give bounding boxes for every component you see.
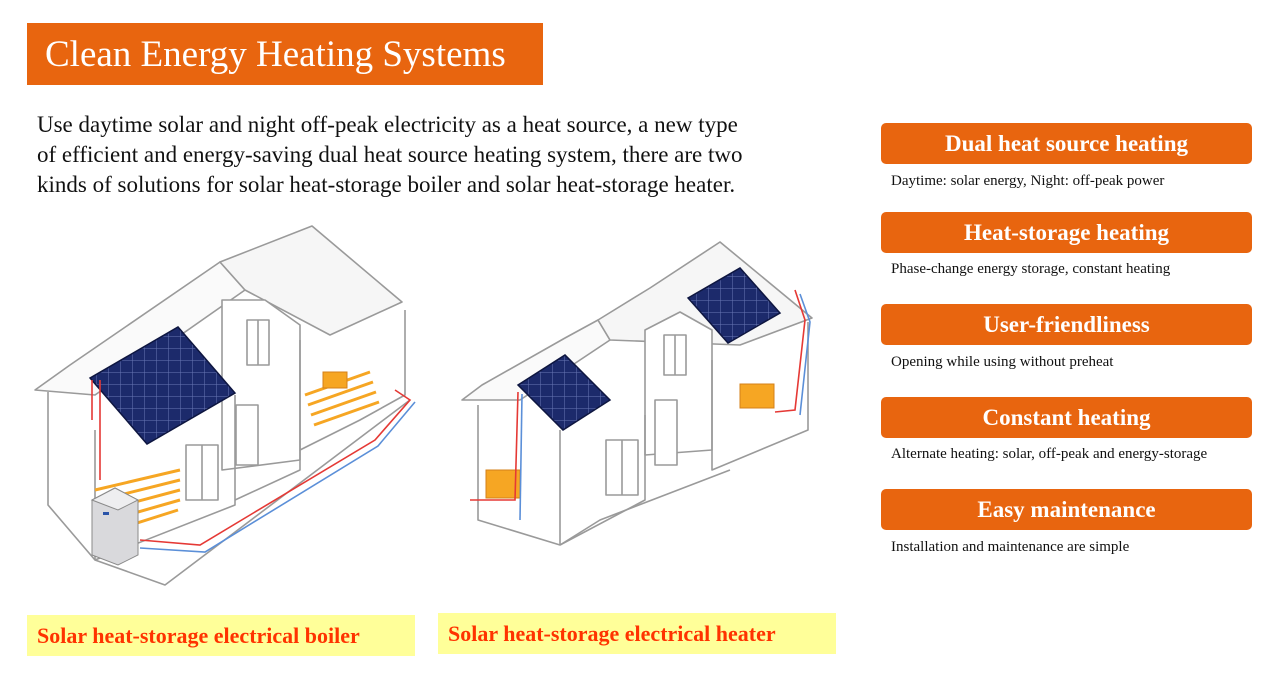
feature-title: Easy maintenance	[881, 489, 1252, 530]
feature-title: Constant heating	[881, 397, 1252, 438]
intro-paragraph: Use daytime solar and night off-peak ele…	[37, 110, 827, 200]
solar-panel-icon	[516, 354, 612, 431]
solar-panel-icon	[686, 267, 782, 344]
feature-title: User-friendliness	[881, 304, 1252, 345]
feature-title: Dual heat source heating	[881, 123, 1252, 164]
radiator-icon	[322, 371, 348, 389]
feature-description: Opening while using without preheat	[891, 354, 1114, 370]
feature-description: Phase-change energy storage, constant he…	[891, 261, 1171, 277]
feature-description: Installation and maintenance are simple	[891, 539, 1130, 555]
pipe-loop	[470, 289, 811, 521]
pipe-loop	[91, 380, 416, 553]
page-title: Clean Energy Heating Systems	[45, 34, 506, 75]
intro-line: Use daytime solar and night off-peak ele…	[37, 112, 738, 137]
title-banner: Clean Energy Heating Systems	[27, 23, 543, 85]
feature-title: Heat-storage heating	[881, 212, 1252, 253]
feature-description: Daytime: solar energy, Night: off-peak p…	[891, 173, 1165, 189]
caption-boiler: Solar heat-storage electrical boiler	[27, 615, 415, 656]
intro-line: kinds of solutions for solar heat-storag…	[37, 172, 736, 197]
boiler-unit-icon	[90, 487, 140, 566]
intro-line: of efficient and energy-saving dual heat…	[37, 142, 743, 167]
solar-panel-icon	[88, 326, 237, 445]
radiator-icon	[739, 383, 775, 409]
caption-heater: Solar heat-storage electrical heater	[438, 613, 836, 654]
feature-description: Alternate heating: solar, off-peak and e…	[891, 446, 1208, 462]
